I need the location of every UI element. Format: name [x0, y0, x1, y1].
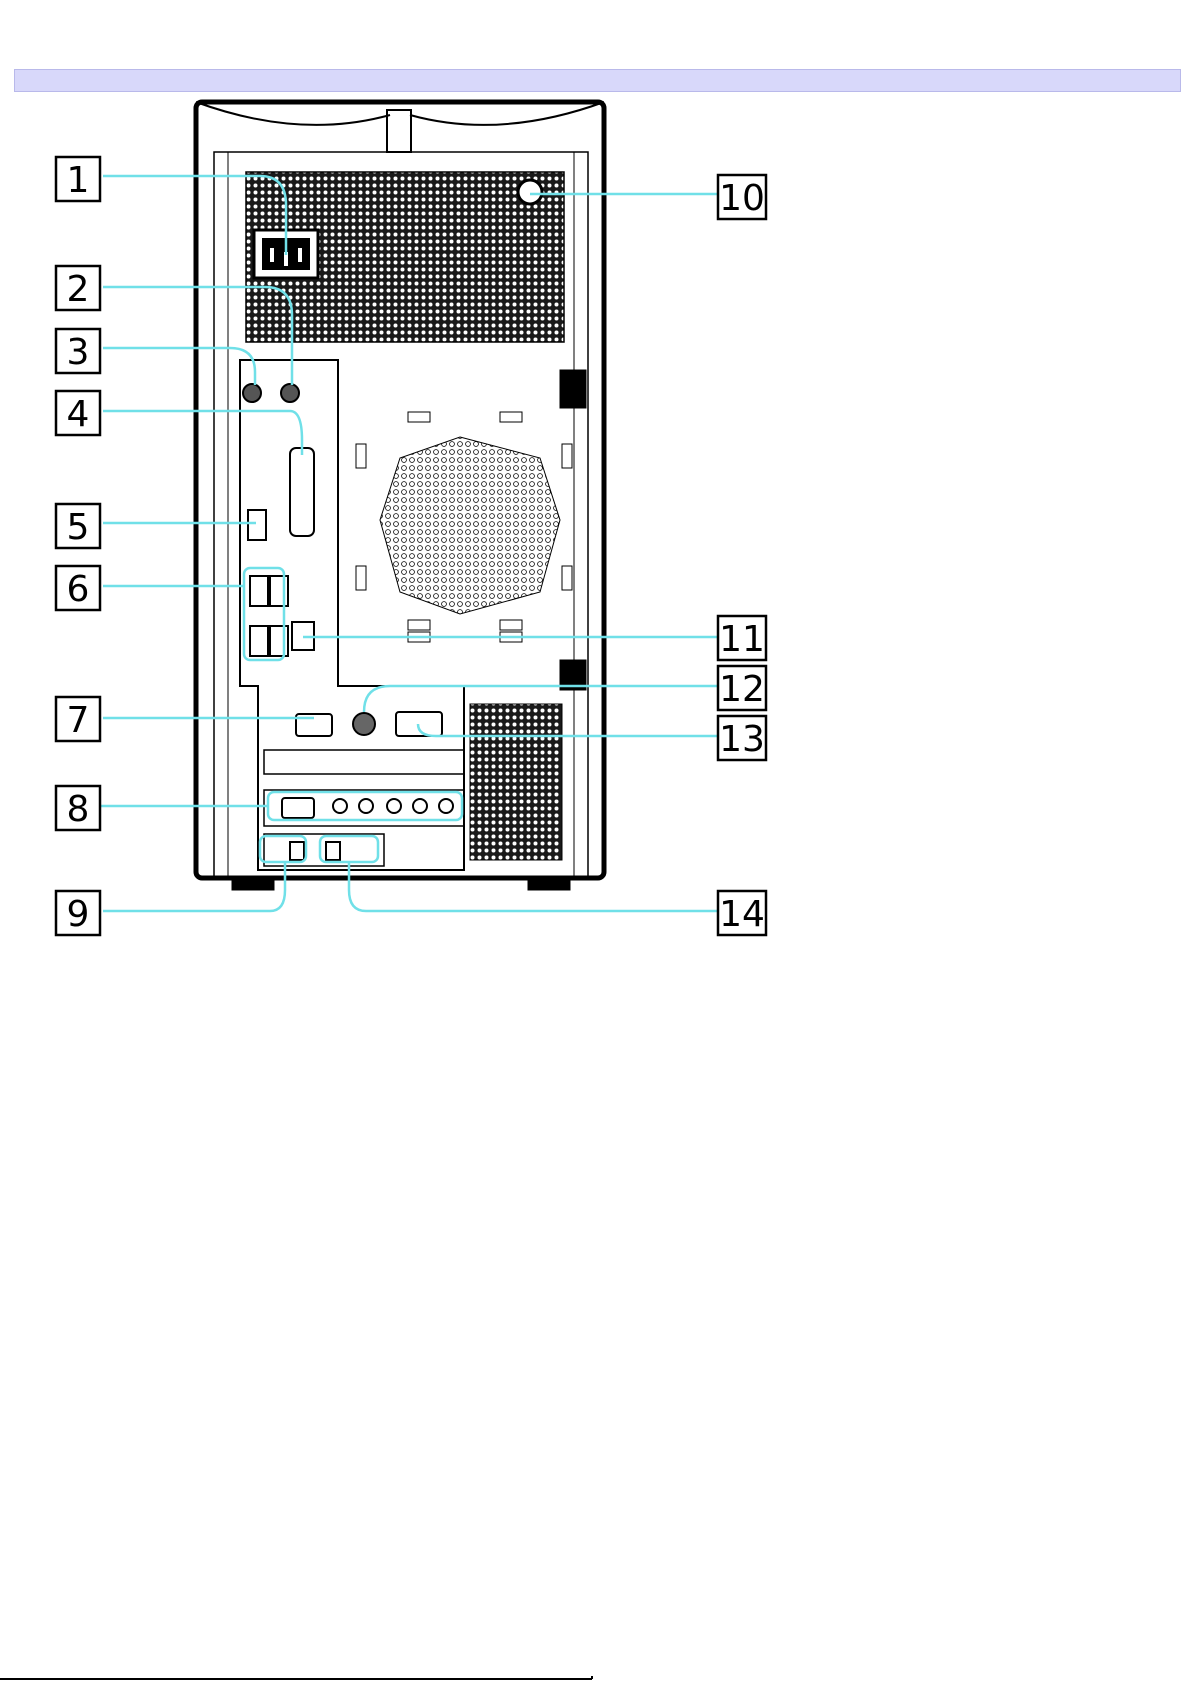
svg-text:3: 3 [67, 332, 90, 373]
psu-grille [246, 172, 564, 342]
svg-text:12: 12 [719, 669, 765, 710]
svg-text:8: 8 [67, 789, 90, 830]
svg-text:7: 7 [67, 700, 90, 741]
callout-4: 4 [56, 391, 100, 435]
callout-10: 10 [718, 175, 766, 219]
callout-1: 1 [56, 157, 100, 201]
svg-text:4: 4 [67, 394, 90, 435]
svg-text:14: 14 [719, 894, 765, 935]
svg-text:10: 10 [719, 178, 765, 219]
svg-text:1: 1 [67, 160, 90, 201]
svg-text:2: 2 [67, 269, 90, 310]
callout-5: 5 [56, 504, 100, 548]
footer-rule-tick [591, 1676, 593, 1679]
callout-8: 8 [56, 786, 100, 830]
fan-grille [356, 412, 572, 642]
callout-3: 3 [56, 329, 100, 373]
callout-2: 2 [56, 266, 100, 310]
callout-11: 11 [718, 616, 766, 660]
svg-text:9: 9 [67, 894, 90, 935]
callout-14: 14 [718, 891, 766, 935]
callout-7: 7 [56, 697, 100, 741]
lower-vent-grille [470, 704, 562, 860]
footer-rule [0, 1678, 592, 1680]
callout-13: 13 [718, 716, 766, 760]
svg-text:13: 13 [719, 719, 765, 760]
svg-text:5: 5 [67, 507, 90, 548]
callout-6: 6 [56, 566, 100, 610]
callout-9: 9 [56, 891, 100, 935]
svg-text:11: 11 [719, 619, 765, 660]
io-panel [240, 360, 464, 870]
svg-text:6: 6 [67, 569, 90, 610]
callout-12: 12 [718, 666, 766, 710]
